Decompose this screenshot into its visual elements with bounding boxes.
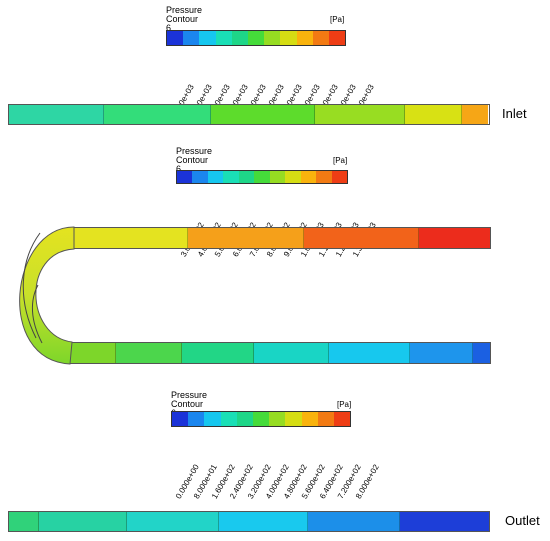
legend-color-step: [328, 31, 346, 45]
legend-color-step: [231, 31, 248, 45]
bend-inner-segment: [32, 284, 43, 344]
u-bend-bottom-straight: [67, 342, 491, 364]
legend-color-step: [296, 31, 313, 45]
pipe-segment: [115, 343, 183, 363]
legend-color-step: [172, 412, 189, 426]
inlet-label: Inlet: [502, 106, 527, 121]
legend-color-step: [285, 171, 301, 183]
legend-color-step: [333, 412, 351, 426]
legend-color-step: [301, 412, 318, 426]
inlet-pipe: [8, 104, 490, 125]
legend-color-step: [199, 31, 216, 45]
legend-color-step: [192, 171, 208, 183]
pipe-segment: [400, 512, 489, 531]
pipe-segment: [9, 512, 39, 531]
legend-unit: [Pa]: [330, 15, 345, 24]
pipe-segment: [68, 343, 116, 363]
pipe-segment: [126, 512, 219, 531]
legend-colorbar: [166, 30, 346, 46]
legend-colorbar: [171, 411, 351, 427]
bend-inner-segment: [22, 232, 41, 339]
legend-color-step: [252, 412, 270, 426]
legend-colorbar: [176, 170, 348, 184]
legend-color-step: [269, 171, 286, 183]
pipe-segment: [315, 105, 405, 124]
legend-color-step: [300, 171, 317, 183]
legend-color-step: [238, 171, 255, 183]
pipe-segment: [211, 105, 315, 124]
u-bend-top-straight: [72, 227, 491, 249]
pipe-segment: [104, 105, 211, 124]
outlet-label: Outlet: [505, 513, 540, 528]
legend-color-step: [236, 412, 253, 426]
pipe-segment: [218, 512, 309, 531]
legend-title: Pressure Contour 6: [166, 5, 203, 33]
pipe-segment: [73, 228, 189, 248]
legend-color-step: [312, 31, 329, 45]
pipe-segment: [188, 228, 304, 248]
pipe-segment: [462, 105, 488, 124]
legend-color-step: [220, 412, 237, 426]
legend-color-step: [223, 171, 239, 183]
bend-outer-curve: [19, 226, 75, 365]
legend-color-step: [254, 171, 270, 183]
legend-color-step: [207, 171, 224, 183]
legend-color-step: [269, 412, 286, 426]
legend-color-step: [331, 171, 347, 183]
legend-color-step: [167, 31, 184, 45]
legend-color-step: [280, 31, 297, 45]
pipe-segment: [254, 343, 330, 363]
legend-color-step: [264, 31, 281, 45]
pipe-segment: [405, 105, 462, 124]
legend-color-step: [247, 31, 265, 45]
pipe-segment: [303, 228, 420, 248]
legend-color-step: [215, 31, 232, 45]
outlet-pipe: [8, 511, 490, 532]
legend-color-step: [204, 412, 221, 426]
pipe-segment: [38, 512, 127, 531]
pipe-segment: [409, 343, 473, 363]
legend-color-step: [183, 31, 200, 45]
pipe-segment: [182, 343, 255, 363]
pipe-segment: [308, 512, 401, 531]
legend-unit: [Pa]: [337, 400, 352, 409]
pipe-segment: [472, 343, 490, 363]
legend-color-step: [177, 171, 193, 183]
legend-color-step: [317, 412, 334, 426]
legend-unit: [Pa]: [333, 156, 348, 165]
legend-title: Pressure Contour 6: [176, 146, 213, 174]
pipe-segment: [329, 343, 410, 363]
pipe-segment: [9, 105, 104, 124]
legend-color-step: [285, 412, 302, 426]
pipe-segment: [419, 228, 491, 248]
legend-color-step: [188, 412, 205, 426]
legend-color-step: [316, 171, 332, 183]
